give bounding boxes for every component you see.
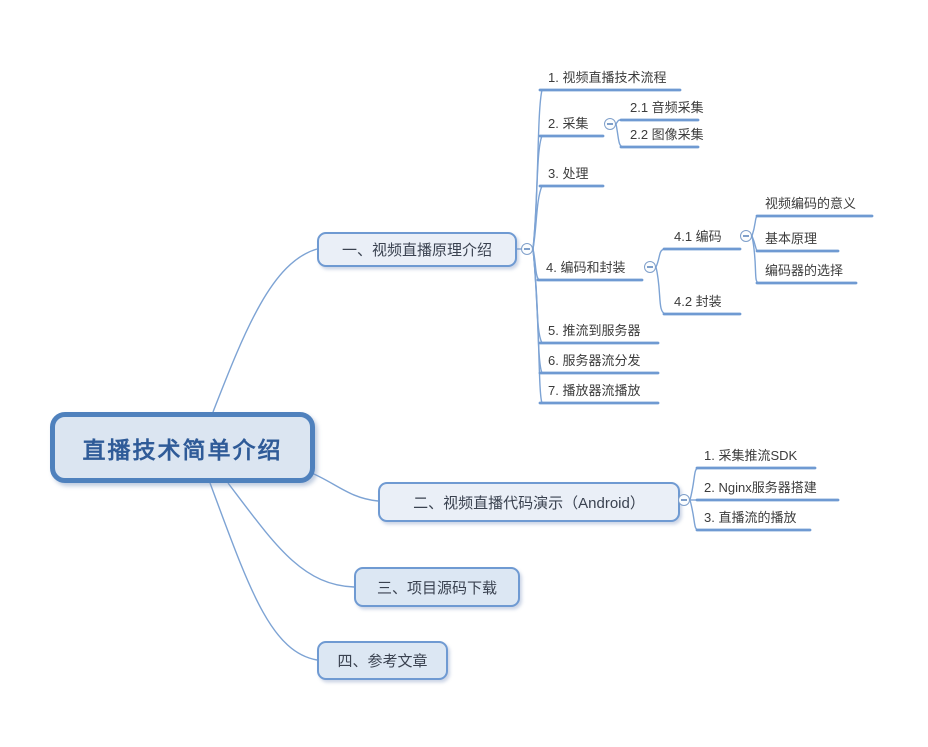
connector-root-branch4 <box>209 482 318 661</box>
branch-node-code-demo[interactable]: 二、视频直播代码演示（Android） <box>378 482 680 522</box>
connector-root-branch3 <box>227 482 355 588</box>
capture-child-connectors <box>615 119 624 148</box>
branch-node-source-download[interactable]: 三、项目源码下载 <box>354 567 520 607</box>
branch-node-label: 三、项目源码下载 <box>376 579 497 597</box>
node-video-live-flow[interactable]: 1. 视频直播技术流程 <box>548 70 667 85</box>
root-node[interactable]: 直播技术简单介绍 <box>50 412 315 483</box>
node-player-playback[interactable]: 7. 播放器流播放 <box>548 383 641 398</box>
collapse-toggle-branch1[interactable] <box>521 243 533 255</box>
node-audio-capture[interactable]: 2.1 音频采集 <box>630 100 704 115</box>
minus-icon <box>647 266 653 268</box>
node-package[interactable]: 4.2 封装 <box>674 294 722 309</box>
node-encoder-selection[interactable]: 编码器的选择 <box>765 263 844 278</box>
branch-node-principles[interactable]: 一、视频直播原理介绍 <box>317 232 517 267</box>
collapse-toggle-capture[interactable] <box>604 118 616 130</box>
node-capture-push-sdk[interactable]: 1. 采集推流SDK <box>704 448 798 463</box>
branch1-child-connectors <box>517 89 543 404</box>
collapse-toggle-branch2[interactable] <box>678 494 690 506</box>
node-encoding-meaning[interactable]: 视频编码的意义 <box>765 196 857 211</box>
branch-node-label: 四、参考文章 <box>337 653 428 670</box>
branch-node-references[interactable]: 四、参考文章 <box>317 641 448 680</box>
branch-node-label: 一、视频直播原理介绍 <box>341 242 492 259</box>
encode-child-connectors <box>751 215 760 284</box>
node-nginx-server-setup[interactable]: 2. Nginx服务器搭建 <box>704 480 817 495</box>
node-live-stream-playback[interactable]: 3. 直播流的播放 <box>704 510 797 525</box>
minus-icon <box>524 248 530 250</box>
node-capture[interactable]: 2. 采集 <box>548 116 589 131</box>
node-server-distribution[interactable]: 6. 服务器流分发 <box>548 353 641 368</box>
root-branch-connectors <box>209 248 379 661</box>
collapse-toggle-encode[interactable] <box>740 230 752 242</box>
minus-icon <box>681 499 687 501</box>
node-push-to-server[interactable]: 5. 推流到服务器 <box>548 323 641 338</box>
node-basic-principle[interactable]: 基本原理 <box>765 231 818 246</box>
collapse-toggle-encode-package[interactable] <box>644 261 656 273</box>
node-underlines <box>536 88 874 532</box>
root-node-label: 直播技术简单介绍 <box>82 436 283 463</box>
encode-package-child-connectors <box>655 248 667 315</box>
node-processing[interactable]: 3. 处理 <box>548 166 589 181</box>
branch-node-label: 二、视频直播代码演示（Android） <box>413 494 645 512</box>
node-image-capture[interactable]: 2.2 图像采集 <box>630 127 704 142</box>
connector-root-branch2 <box>306 470 379 502</box>
node-encode-package[interactable]: 4. 编码和封装 <box>546 260 626 275</box>
connector-root-branch1 <box>212 248 318 413</box>
minus-icon <box>743 235 749 237</box>
node-encode[interactable]: 4.1 编码 <box>674 229 722 244</box>
minus-icon <box>607 123 613 125</box>
